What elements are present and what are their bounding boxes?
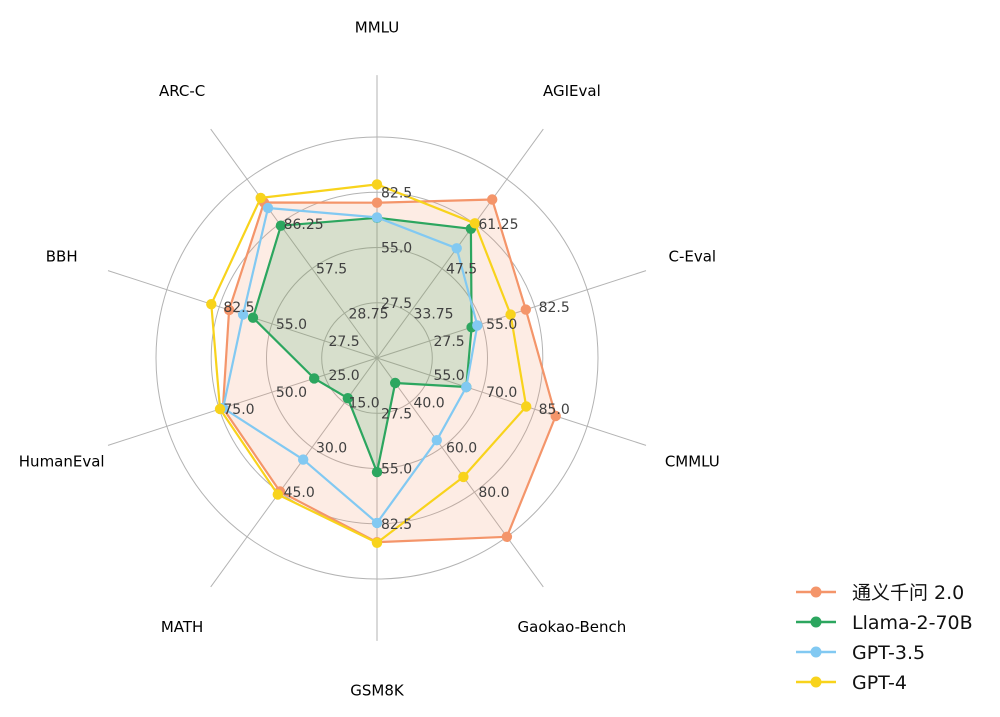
- axis-label: CMMLU: [665, 452, 720, 470]
- axis-label: GSM8K: [350, 682, 405, 700]
- tick-label: 86.25: [284, 217, 324, 233]
- data-point: [461, 381, 472, 393]
- tick-label: 75.0: [223, 402, 254, 418]
- tick-label: 55.0: [381, 241, 412, 257]
- tick-label: 45.0: [284, 485, 315, 501]
- data-point: [550, 410, 561, 422]
- data-point: [521, 401, 532, 412]
- axis-label: BBH: [46, 248, 78, 266]
- tick-label: 27.5: [381, 296, 412, 312]
- tick-label: 85.0: [539, 402, 570, 418]
- tick-label: 50.0: [276, 385, 307, 401]
- tick-label: 47.5: [446, 262, 477, 278]
- axis-label: HumanEval: [19, 452, 105, 470]
- data-point: [469, 218, 481, 229]
- tick-label: 57.5: [316, 262, 347, 278]
- data-point: [262, 202, 274, 214]
- tick-label: 60.0: [446, 440, 477, 456]
- tick-label: 30.0: [316, 440, 347, 456]
- data-point: [214, 403, 226, 415]
- data-point: [371, 197, 383, 208]
- data-point: [371, 179, 383, 190]
- axis-label: C-Eval: [668, 248, 716, 266]
- data-point: [390, 377, 401, 389]
- data-point: [275, 220, 287, 231]
- spoke-line: [210, 128, 378, 359]
- legend-label: GPT-3.5: [852, 642, 925, 664]
- axis-label: MATH: [161, 618, 203, 636]
- spoke-line: [376, 128, 544, 359]
- data-point: [237, 309, 249, 320]
- data-point: [309, 373, 320, 384]
- data-point: [458, 471, 469, 483]
- tick-label: 27.5: [434, 334, 465, 350]
- tick-label: 15.0: [349, 396, 380, 412]
- data-point: [342, 393, 353, 404]
- data-point: [223, 304, 235, 316]
- legend-marker: [810, 616, 822, 628]
- tick-label: 82.5: [381, 517, 412, 533]
- tick-label: 40.0: [414, 396, 445, 412]
- series-fill: [253, 217, 472, 473]
- data-point: [520, 304, 531, 315]
- data-point: [272, 489, 283, 500]
- tick-label: 25.0: [329, 368, 360, 384]
- tick-label: 27.5: [329, 334, 360, 350]
- data-point: [451, 243, 462, 254]
- data-point: [431, 435, 442, 446]
- legend-label: 通义千问 2.0: [852, 582, 964, 604]
- data-point: [206, 299, 217, 310]
- axis-label: AGIEval: [543, 82, 601, 100]
- spoke-line: [376, 357, 544, 588]
- data-point: [371, 517, 383, 529]
- data-point: [247, 312, 259, 323]
- tick-label: 55.0: [276, 317, 307, 333]
- axis-label: Gaokao-Bench: [518, 618, 627, 636]
- data-point: [487, 194, 498, 205]
- tick-label: 27.5: [381, 406, 412, 422]
- spoke-line: [107, 357, 378, 446]
- tick-label: 33.75: [414, 306, 454, 322]
- tick-label: 70.0: [486, 385, 517, 401]
- tick-label: 82.5: [539, 300, 570, 316]
- series-lines: [206, 179, 561, 548]
- data-point: [255, 192, 266, 204]
- data-point: [472, 320, 483, 331]
- spoke-line: [376, 357, 647, 446]
- data-point: [371, 537, 383, 548]
- data-point: [371, 212, 383, 223]
- axis-label: MMLU: [355, 19, 399, 37]
- axis-label: ARC-C: [159, 82, 205, 100]
- legend-label: GPT-4: [852, 672, 907, 694]
- legend-marker: [810, 646, 822, 658]
- legend-marker: [810, 676, 822, 688]
- data-point: [298, 454, 309, 465]
- data-point: [501, 531, 513, 542]
- data-point: [505, 309, 516, 320]
- tick-label: 61.25: [478, 217, 518, 233]
- legend-marker: [810, 586, 822, 598]
- tick-label: 55.0: [434, 368, 465, 384]
- tick-label: 82.5: [223, 300, 254, 316]
- tick-label: 28.75: [349, 306, 389, 322]
- tick-label: 82.5: [381, 185, 412, 201]
- legend-label: Llama-2-70B: [852, 612, 973, 634]
- tick-label: 80.0: [478, 485, 509, 501]
- tick-labels: 27.5 55.0 82.5 33.75 47.5 61.25 27.5 55.0 82.5 55…: [223, 185, 570, 533]
- tick-label: 55.0: [381, 462, 412, 478]
- data-point: [371, 466, 383, 478]
- tick-label: 55.0: [486, 317, 517, 333]
